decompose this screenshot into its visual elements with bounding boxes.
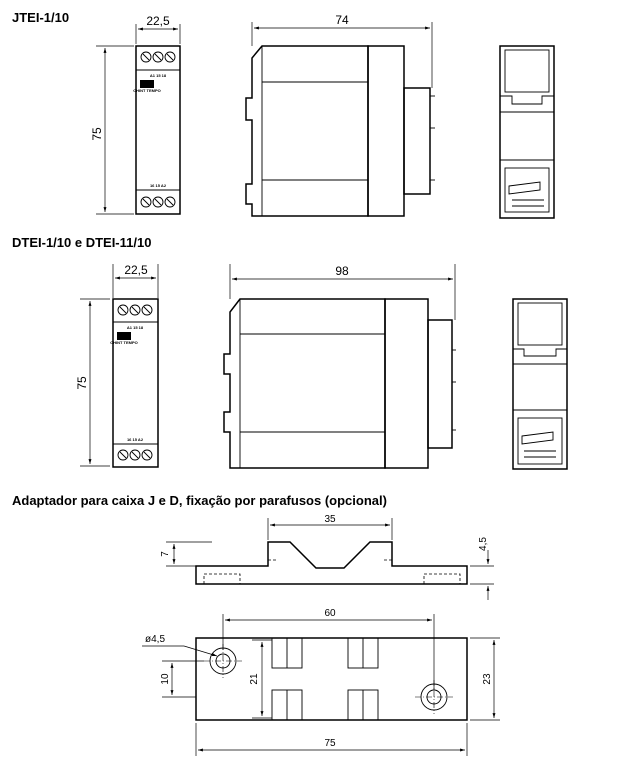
dtei-side-view: 98 bbox=[223, 264, 456, 469]
section-title-dtei: DTEI-1/10 e DTEI-11/10 bbox=[12, 235, 151, 250]
section-title-adapter: Adaptador para caixa J e D, fixação por … bbox=[12, 493, 387, 508]
jtei-height-dimension: 75 bbox=[90, 127, 104, 141]
adapter-hole-spacing-dimension: 60 bbox=[324, 608, 336, 619]
jtei-side-view: 74 bbox=[245, 13, 435, 217]
adapter-thickness-dimension: 4,5 bbox=[478, 537, 489, 551]
jtei-depth-dimension: 74 bbox=[335, 13, 349, 27]
adapter-top-height-dimension: 7 bbox=[160, 551, 171, 557]
adapter-plan-view: 60 ø4,5 10 21 23 bbox=[142, 608, 500, 756]
jtei-front-view: 22,5 75 A1 15 18 CHINT TEMPO 16 15 A2 bbox=[90, 14, 181, 215]
jtei-end-view bbox=[499, 45, 555, 219]
dtei-depth-dimension: 98 bbox=[335, 264, 349, 278]
dtei-top-terminal-labels: A1 15 18 bbox=[127, 325, 144, 330]
jtei-width-dimension: 22,5 bbox=[146, 14, 170, 28]
dtei-logo-text: CHINT TEMPO bbox=[110, 340, 138, 345]
adapter-top-width-dimension: 35 bbox=[324, 514, 336, 525]
adapter-inner-height-dimension: 21 bbox=[249, 673, 260, 685]
jtei-bottom-terminal-labels: 16 15 A2 bbox=[150, 183, 167, 188]
adapter-total-length-dimension: 75 bbox=[324, 738, 336, 749]
adapter-hole-offset-dimension: 10 bbox=[160, 673, 171, 685]
dtei-height-dimension: 75 bbox=[75, 376, 89, 390]
dtei-end-view bbox=[512, 298, 568, 470]
dtei-bottom-terminal-labels: 16 15 A2 bbox=[127, 437, 144, 442]
adapter-total-height-dimension: 23 bbox=[482, 673, 493, 685]
jtei-top-terminal-labels: A1 15 18 bbox=[150, 73, 167, 78]
jtei-logo-text: CHINT TEMPO bbox=[133, 88, 161, 93]
adapter-profile-view: 35 7 4,5 bbox=[160, 514, 494, 600]
dtei-width-dimension: 22,5 bbox=[124, 263, 148, 277]
section-title-jtei: JTEI-1/10 bbox=[12, 10, 69, 25]
adapter-hole-diameter-dimension: ø4,5 bbox=[145, 634, 165, 645]
dtei-front-view: 22,5 75 A1 15 18 CHINT TEMPO 16 15 A2 bbox=[75, 263, 159, 468]
